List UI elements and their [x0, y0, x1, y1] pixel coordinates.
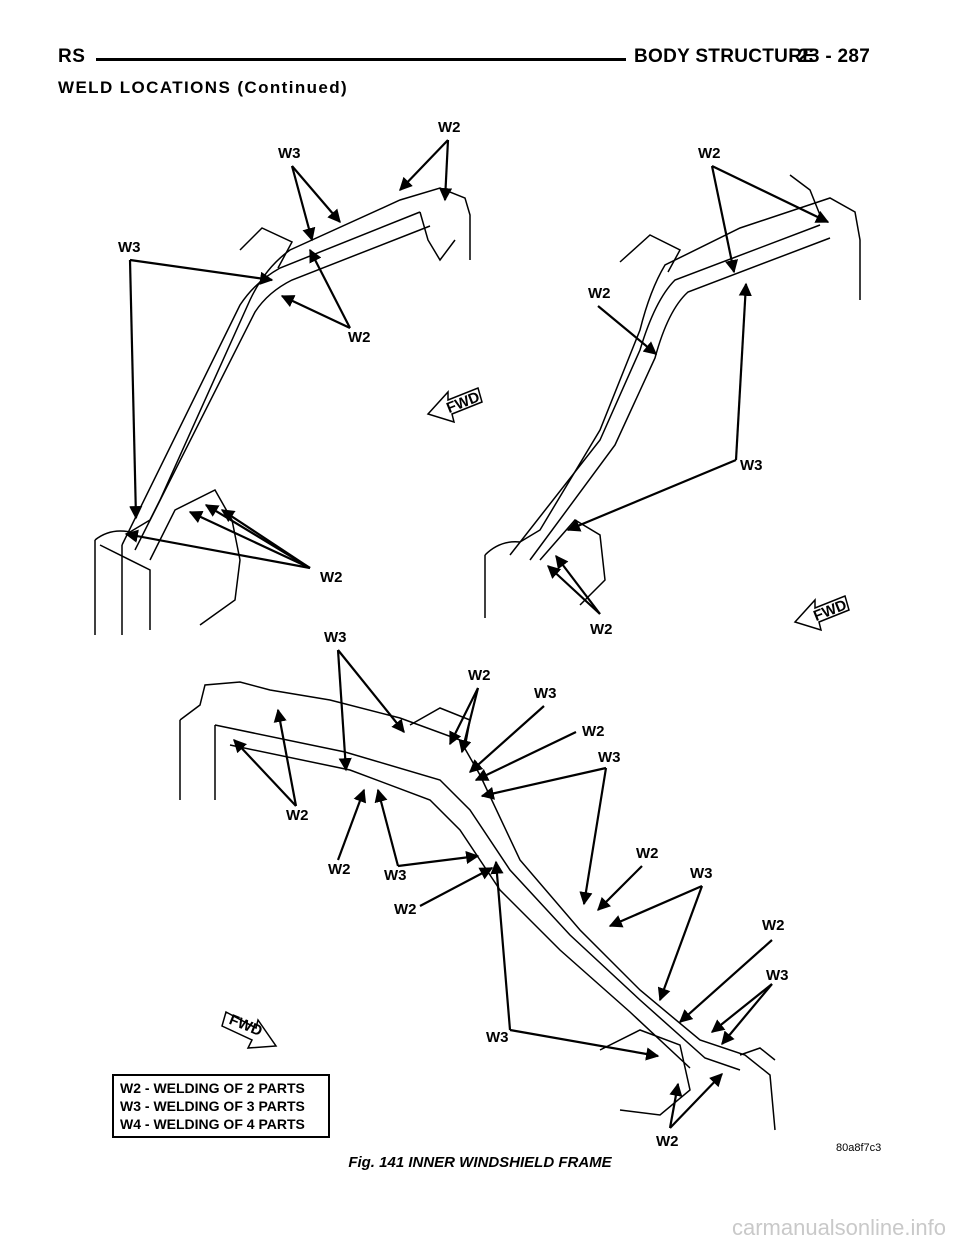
weld-legend: W2 - WELDING OF 2 PARTS W3 - WELDING OF … — [112, 1074, 330, 1138]
label-w2: W2 — [286, 807, 309, 824]
header-section-code: RS — [58, 46, 86, 67]
label-w2: W2 — [762, 917, 785, 934]
label-w3: W3 — [690, 865, 713, 882]
label-w3: W3 — [766, 967, 789, 984]
label-w2: W2 — [468, 667, 491, 684]
label-w2: W2 — [636, 845, 659, 862]
legend-item: W3 - WELDING OF 3 PARTS — [120, 1098, 305, 1114]
label-w2: W2 — [348, 329, 371, 346]
label-w3: W3 — [278, 145, 301, 162]
label-w3: W3 — [384, 867, 407, 884]
callout-arrows — [124, 139, 453, 570]
label-w2: W2 — [438, 119, 461, 136]
image-code: 80a8f7c3 — [836, 1142, 882, 1154]
label-w3: W3 — [486, 1029, 509, 1046]
callout-arrows — [233, 649, 773, 1129]
label-w3: W3 — [534, 685, 557, 702]
label-w3: W3 — [598, 749, 621, 766]
label-w3: W3 — [118, 239, 141, 256]
label-w3: W3 — [324, 629, 347, 646]
fwd-arrow-icon: FWD — [426, 386, 483, 424]
label-w2: W2 — [698, 145, 721, 162]
view-top-right — [484, 174, 861, 618]
header-page-number: 23 - 287 — [798, 46, 871, 67]
label-w2: W2 — [582, 723, 605, 740]
label-w2: W2 — [656, 1133, 679, 1150]
header-rule — [96, 58, 626, 61]
legend-item: W2 - WELDING OF 2 PARTS — [120, 1080, 305, 1096]
svg-text:FWD: FWD — [444, 388, 482, 417]
label-w2: W2 — [588, 285, 611, 302]
label-w2: W2 — [394, 901, 417, 918]
label-w2: W2 — [320, 569, 343, 586]
legend-item: W4 - WELDING OF 4 PARTS — [120, 1116, 305, 1132]
label-w3: W3 — [740, 457, 763, 474]
svg-text:FWD: FWD — [811, 596, 849, 625]
section-title: WELD LOCATIONS (Continued) — [58, 78, 349, 97]
view-bottom — [179, 681, 776, 1131]
figure-caption: Fig. 141 INNER WINDSHIELD FRAME — [348, 1154, 612, 1171]
callout-arrows — [547, 165, 830, 615]
fwd-arrow-icon: FWD — [221, 1010, 278, 1049]
label-w2: W2 — [328, 861, 351, 878]
label-w2: W2 — [590, 621, 613, 638]
watermark: carmanualsonline.info — [731, 1215, 946, 1240]
header-title: BODY STRUCTURE — [634, 46, 816, 67]
fwd-arrow-icon: FWD — [793, 594, 850, 632]
view-top-left — [94, 187, 471, 635]
